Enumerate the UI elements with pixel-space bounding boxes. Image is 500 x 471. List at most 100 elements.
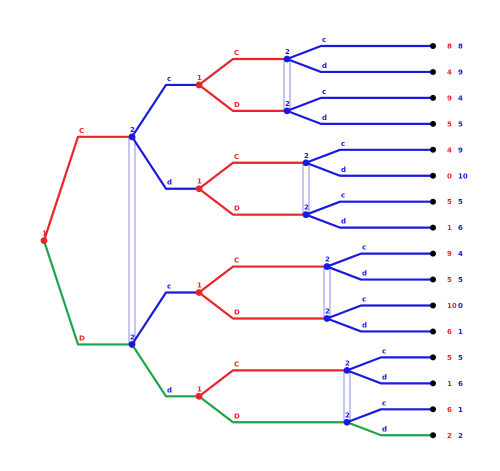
player2-node <box>302 159 310 167</box>
terminal-node <box>430 43 436 49</box>
terminal-node <box>430 432 436 439</box>
tree-branch <box>197 187 308 216</box>
terminal-node <box>430 146 436 153</box>
action-label: D <box>234 412 240 420</box>
action-label: C <box>234 49 239 57</box>
payoff-player2: 8 <box>458 43 463 51</box>
tree-branch <box>304 200 435 216</box>
payoff-player2: 5 <box>458 198 463 206</box>
terminal-node <box>430 94 436 101</box>
player1-node <box>195 81 203 89</box>
payoff-player1: 5 <box>447 120 452 128</box>
player-label: 2 <box>345 411 350 419</box>
terminal-node <box>430 68 436 75</box>
payoff-player1: 9 <box>447 94 452 102</box>
tree-branch <box>130 83 201 138</box>
information-sets <box>128 58 351 423</box>
payoff-player2: 0 <box>458 302 463 310</box>
player2-node <box>302 211 310 219</box>
action-label: C <box>234 257 239 265</box>
payoff-player2: 4 <box>458 94 463 102</box>
action-label: d <box>382 373 387 381</box>
player1-node <box>195 289 203 296</box>
action-label: c <box>167 75 171 83</box>
payoff-player2: 6 <box>458 380 463 388</box>
tree-branch <box>345 356 435 372</box>
tree-branch <box>197 395 349 424</box>
action-label: c <box>341 192 345 200</box>
payoff-player1: 9 <box>447 250 452 258</box>
payoff-player1: 5 <box>447 354 452 362</box>
player2-node <box>323 315 331 322</box>
payoff-player2: 4 <box>458 250 463 258</box>
player-label: 1 <box>197 282 202 290</box>
tree-branch <box>325 265 435 281</box>
payoff-player1: 1 <box>447 224 452 232</box>
action-label: c <box>322 36 326 44</box>
tree-branch <box>345 369 435 385</box>
action-label: d <box>167 179 172 187</box>
information-set-box <box>128 136 136 345</box>
payoff-player2: 6 <box>458 224 463 232</box>
player2-node <box>128 341 136 348</box>
tree-branch <box>304 161 435 177</box>
player-label: 1 <box>197 74 202 82</box>
player1-node <box>40 237 48 245</box>
payoff-player1: 2 <box>447 432 452 440</box>
action-label: d <box>167 386 172 394</box>
player1-node <box>195 392 203 400</box>
action-label: c <box>167 283 171 291</box>
action-label: c <box>382 399 386 407</box>
tree-branch <box>345 408 435 424</box>
payoff-player2: 2 <box>458 432 463 440</box>
payoff-player1: 5 <box>447 198 452 206</box>
tree-branch <box>304 213 435 229</box>
tree-branch <box>285 57 435 74</box>
player1-node <box>195 185 203 193</box>
tree-branch <box>197 369 349 398</box>
payoff-player2: 5 <box>458 120 463 128</box>
player2-node <box>128 133 136 141</box>
tree-branch <box>285 109 435 125</box>
player-label: 2 <box>304 152 309 160</box>
payoff-player2: 5 <box>458 354 463 362</box>
tree-branch <box>285 44 435 61</box>
player2-node <box>283 107 291 115</box>
terminal-node <box>430 224 436 231</box>
action-label: C <box>234 360 239 368</box>
terminal-node <box>430 120 436 127</box>
action-label: d <box>322 62 327 70</box>
player-label: 2 <box>304 204 309 212</box>
action-label: c <box>382 347 386 355</box>
action-label: C <box>79 127 84 135</box>
player-label: 2 <box>285 48 290 56</box>
action-label: c <box>362 296 366 304</box>
terminal-node <box>430 250 436 257</box>
tree-branch <box>130 343 201 398</box>
tree-labels: CDcdcdCDCDCDCDcdcdcdcdcdcdcdcd1221111222… <box>42 36 387 433</box>
tree-branch <box>197 57 289 87</box>
payoff-player1: 5 <box>447 276 452 284</box>
action-label: d <box>362 270 367 278</box>
action-label: D <box>234 205 240 213</box>
terminal-node <box>430 406 436 413</box>
tree-branch <box>325 252 435 268</box>
payoff-player1: 8 <box>447 43 452 51</box>
payoff-player2: 1 <box>458 328 463 336</box>
player-label: 2 <box>130 126 135 134</box>
terminal-node <box>430 172 436 179</box>
payoff-player1: 0 <box>447 172 452 180</box>
tree-nodes <box>40 43 436 439</box>
action-label: C <box>234 153 239 161</box>
action-label: c <box>362 244 366 252</box>
payoff-player1: 6 <box>447 406 452 414</box>
payoff-player1: 4 <box>447 68 452 76</box>
tree-branch <box>197 83 289 112</box>
player-label: 2 <box>285 100 290 108</box>
terminal-node <box>430 354 436 361</box>
payoff-player2: 9 <box>458 68 463 76</box>
terminal-node <box>430 328 436 335</box>
tree-branch <box>304 148 435 164</box>
